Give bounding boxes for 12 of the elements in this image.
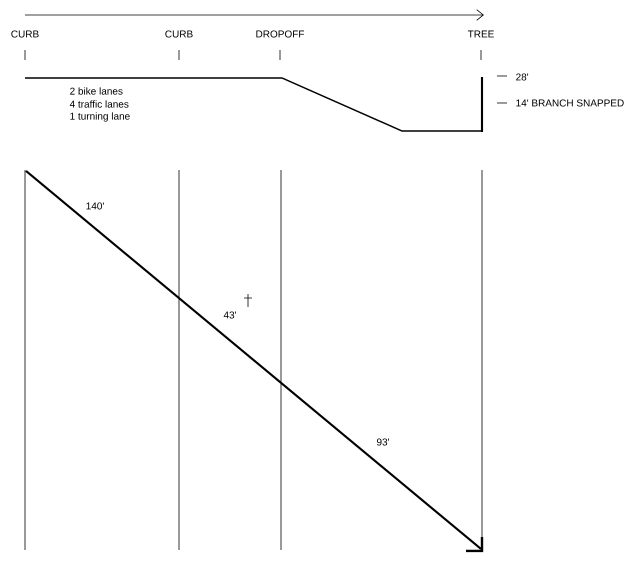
lane-label: 1 turning lane — [70, 112, 130, 122]
position-label: DROPOFF — [256, 30, 304, 38]
position-label: TREE — [468, 30, 494, 38]
distance-label: 140' — [86, 202, 104, 210]
position-label: CURB — [11, 30, 39, 38]
lane-label: 4 traffic lanes — [70, 100, 129, 108]
position-label: CURB — [165, 30, 193, 38]
height-label: 28' — [516, 73, 528, 81]
lane-label: 2 bike lanes — [70, 87, 123, 95]
distance-label: 43' — [224, 311, 236, 319]
height-label: 14' BRANCH SNAPPED — [516, 99, 624, 107]
distance-label: 93' — [376, 438, 389, 446]
